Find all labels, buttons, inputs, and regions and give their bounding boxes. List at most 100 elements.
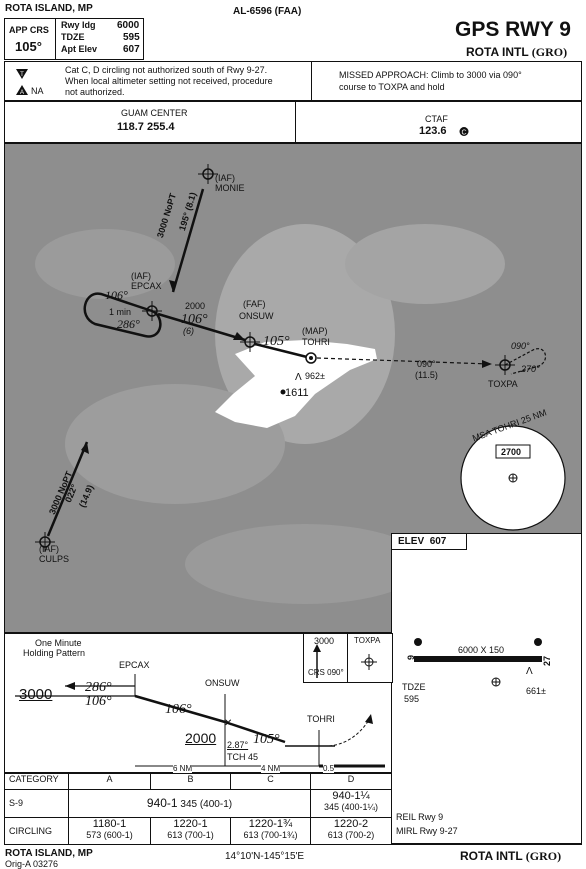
minimums-table: CATEGORY A B C D S-9 940-1 345 (400-1) 9… bbox=[4, 773, 392, 845]
chart-id: AL-6596 (FAA) bbox=[233, 6, 302, 17]
alternate-na-icon: A bbox=[16, 85, 28, 96]
profile-tch: TCH 45 bbox=[227, 752, 259, 762]
svg-text:✕: ✕ bbox=[224, 718, 232, 729]
airport-sketch: ELEV 607 Λ 6000 X 150 9 27 TDZE 595 661±… bbox=[391, 533, 582, 844]
culps-label: CULPS bbox=[39, 554, 70, 564]
profile-glidepath: 2.87° bbox=[227, 740, 249, 750]
missed-distance: (11.5) bbox=[415, 370, 438, 380]
na-label: NA bbox=[31, 86, 44, 96]
missed-profile-box: 3000 CRS 090° bbox=[303, 633, 348, 683]
footer-orig: Orig-A 03276 bbox=[5, 859, 59, 869]
profile-dist-05: 0.5 bbox=[323, 764, 335, 773]
holding-pattern-track bbox=[83, 292, 162, 338]
ctaf-label: CTAF bbox=[425, 114, 448, 124]
s9-label: S-9 bbox=[5, 790, 69, 818]
profile-drawing: ✕ bbox=[15, 644, 385, 768]
svg-text:Λ: Λ bbox=[526, 666, 533, 677]
missed-approach-line-2: course to TOXPA and hold bbox=[339, 82, 445, 92]
monie-label: MONIE bbox=[215, 183, 245, 193]
footer-location: ROTA ISLAND, MP bbox=[5, 848, 93, 859]
profile-dist-6nm: 6 NM bbox=[173, 764, 193, 773]
onsuw-faf: (FAF) bbox=[243, 299, 266, 309]
note-line-1: Cat C, D circling not authorized south o… bbox=[65, 65, 268, 75]
app-crs-value: 105° bbox=[15, 39, 42, 54]
missed-approach-line-1: MISSED APPROACH: Climb to 3000 via 090° bbox=[339, 70, 522, 80]
header-location: ROTA ISLAND, MP bbox=[5, 3, 93, 14]
missed-profile-course: CRS 090° bbox=[308, 668, 344, 677]
toxpa-hold-outbound: 270° bbox=[521, 364, 540, 374]
circling-label: CIRCLING bbox=[5, 818, 69, 845]
profile-crs-106: 106° bbox=[85, 694, 112, 709]
culps-fix-icon bbox=[35, 532, 55, 552]
ctaf-frequency: 123.6 bbox=[419, 125, 447, 137]
tdze-value: 595 bbox=[123, 32, 140, 43]
cat-c: C bbox=[231, 774, 311, 790]
plan-view-drawing: Λ bbox=[35, 164, 566, 604]
profile-alt-3000: 3000 bbox=[19, 686, 53, 703]
epcax-iaf: (IAF) bbox=[131, 271, 151, 281]
rwy-ldg-label: Rwy Idg bbox=[61, 20, 96, 30]
culps-route-line bbox=[46, 441, 89, 537]
epcax-onsuw-route bbox=[157, 312, 246, 342]
profile-crs-286: 286° bbox=[85, 680, 112, 695]
app-crs-label: APP CRS bbox=[9, 25, 49, 35]
sketch-tdze-value: 595 bbox=[404, 694, 420, 704]
apt-elev-label: Apt Elev bbox=[61, 44, 98, 54]
reil-note: REIL Rwy 9 bbox=[396, 812, 444, 822]
svg-text:A: A bbox=[20, 90, 24, 96]
airport-name: ROTA INTL (GRO) bbox=[466, 45, 568, 59]
tdze-label: TDZE bbox=[61, 32, 85, 42]
note-line-2: When local altimeter setting not receive… bbox=[65, 76, 273, 86]
svg-text:T: T bbox=[20, 72, 24, 78]
monie-iaf: (IAF) bbox=[215, 173, 235, 183]
profile-dist-4nm: 4 NM bbox=[261, 764, 281, 773]
footer-airport: ROTA INTL (GRO) bbox=[460, 849, 562, 863]
rwy-ldg-value: 6000 bbox=[117, 20, 140, 31]
rota-island-outline bbox=[215, 340, 377, 428]
center-frequencies: 118.7 255.4 bbox=[117, 121, 175, 133]
final-course: 105° bbox=[263, 334, 290, 349]
mirl-note: MIRL Rwy 9-27 bbox=[396, 826, 458, 836]
epcax-distance: (6) bbox=[183, 326, 194, 336]
cat-b: B bbox=[151, 774, 231, 790]
toxpa-label: TOXPA bbox=[488, 379, 518, 389]
hold-time: 1 min bbox=[109, 307, 132, 317]
runway-27-end: 27 bbox=[542, 655, 552, 666]
epcax-altitude: 2000 bbox=[185, 301, 206, 311]
toxpa-holding-pattern bbox=[504, 348, 547, 375]
center-label: GUAM CENTER bbox=[121, 108, 188, 118]
takeoff-minimums-icon: T bbox=[16, 69, 28, 79]
sketch-tdze-label: TDZE bbox=[402, 682, 426, 692]
runway-diagram: Λ bbox=[414, 638, 542, 687]
monie-route-line bbox=[171, 188, 205, 293]
missed-course: 090° bbox=[417, 359, 436, 369]
peak-elevation: 1611 bbox=[285, 387, 309, 399]
onsuw-fix-icon bbox=[240, 332, 260, 352]
profile-onsuw: ONSUW bbox=[205, 678, 240, 688]
obstacle-elevation: 962± bbox=[305, 371, 325, 381]
profile-tohri: TOHRI bbox=[307, 714, 335, 724]
missed-fix-box: TOXPA bbox=[347, 633, 393, 683]
obstacle-icon: Λ bbox=[295, 372, 302, 383]
briefing-info-box: APP CRS 105° Rwy Idg 6000 TDZE 595 Apt E… bbox=[4, 18, 144, 60]
cat-d: D bbox=[311, 774, 391, 790]
profile-epcax: EPCAX bbox=[119, 660, 150, 670]
notes-box: T A NA Cat C, D circling not authorized … bbox=[4, 61, 582, 101]
profile-view: One Minute Holding Pattern 3000 CRS 090°… bbox=[4, 633, 393, 773]
epcax-course: 106° bbox=[181, 312, 208, 327]
profile-crs-106b: 106° bbox=[165, 702, 192, 717]
s9-abc-minimums: 940-1 345 (400-1) bbox=[69, 790, 311, 818]
onsuw-label: ONSUW bbox=[239, 311, 274, 321]
comms-box: GUAM CENTER 118.7 255.4 CTAF 123.6 C bbox=[4, 101, 582, 143]
apt-elev-value: 607 bbox=[123, 44, 140, 55]
tohri-fix-icon bbox=[305, 352, 317, 364]
toxpa-hold-inbound: 090° bbox=[511, 341, 530, 351]
svg-text:C: C bbox=[461, 130, 466, 137]
cat-a: A bbox=[69, 774, 151, 790]
msa-altitude: 2700 bbox=[501, 447, 522, 457]
